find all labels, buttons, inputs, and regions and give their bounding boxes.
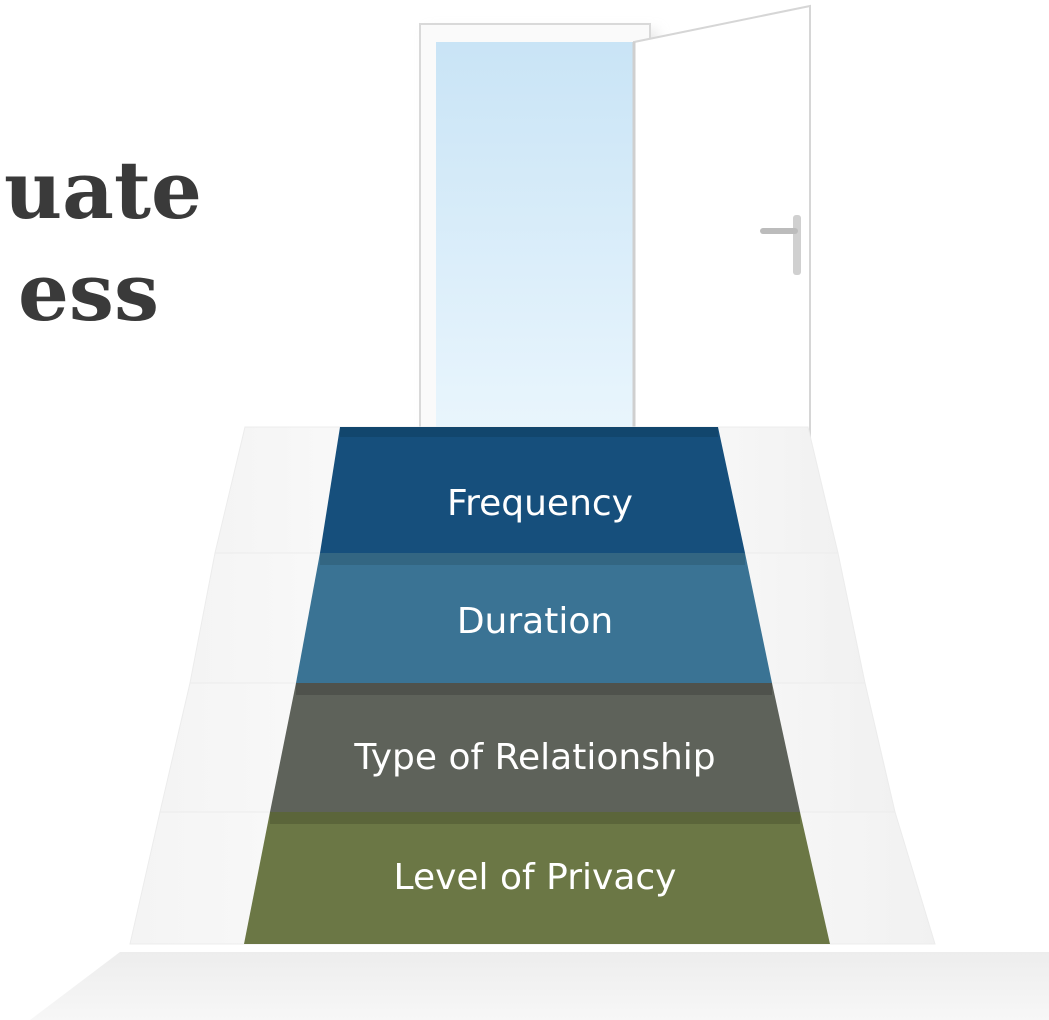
carpet-step-3 <box>270 683 800 812</box>
carpet-step-4 <box>244 812 830 944</box>
carpet <box>244 427 830 944</box>
carpet-step-4-top <box>270 812 800 824</box>
carpet-step-2 <box>296 553 772 683</box>
title-line-2: ess <box>18 245 159 339</box>
step-label-level-of-privacy: Level of Privacy <box>393 857 677 898</box>
door-opening <box>436 42 634 442</box>
carpet-step-3-top <box>296 683 772 695</box>
title-line-1: uate <box>4 143 202 237</box>
carpet-step-2-top <box>320 553 745 565</box>
step-label-duration: Duration <box>456 601 614 642</box>
carpet-step-1-top <box>340 427 718 437</box>
door-handle <box>760 228 798 234</box>
floor <box>30 952 1049 1020</box>
step-label-frequency: Frequency <box>447 483 633 524</box>
door-handle-plate <box>793 215 801 275</box>
step-label-type-of-relationship: Type of Relationship <box>354 737 716 778</box>
carpet-step-1 <box>320 427 745 553</box>
door-group <box>419 4 811 454</box>
